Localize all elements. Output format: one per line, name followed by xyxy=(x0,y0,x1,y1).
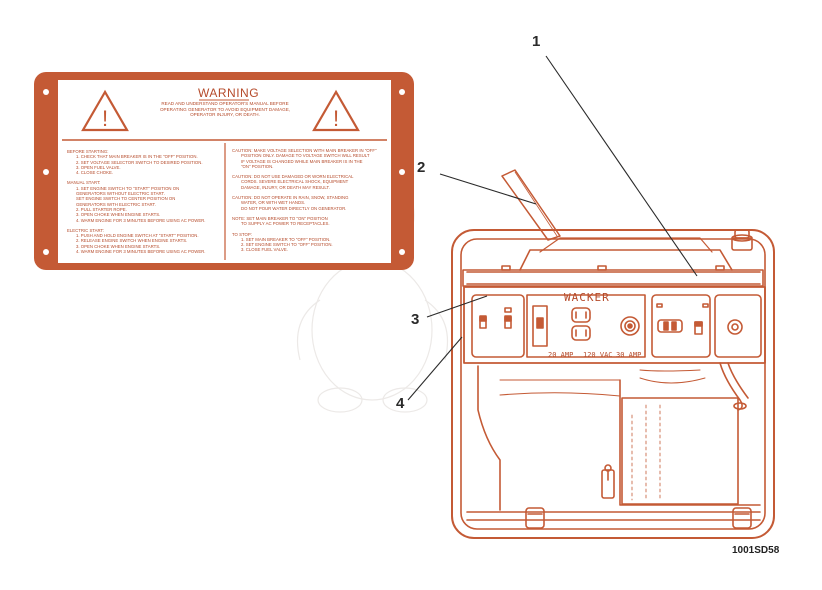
decal-section-heading: NOTE: SET MAIN BREAKER TO "ON" POSITION xyxy=(232,215,328,221)
decal-section-gap xyxy=(67,254,205,259)
callout-line-2 xyxy=(439,173,537,205)
decal-section-item: 1. SET ENGINE SWITCH TO "START" POSITION… xyxy=(76,185,180,191)
decal-left-column: BEFORE STARTING:1. CHECK THAT MAIN BREAK… xyxy=(67,149,205,259)
decal-section-item: 2. SET ENGINE SWITCH TO "OFF" POSITION. xyxy=(241,242,333,248)
svg-text:!: ! xyxy=(333,106,339,131)
decal-section-item: TO SUPPLY AC POWER TO RECEPTACLES. xyxy=(241,221,330,227)
decal-subtitle: READ AND UNDERSTAND OPERATOR'S MANUAL BE… xyxy=(159,101,291,118)
figure-id: 1001SD58 xyxy=(732,545,780,556)
decal-section-item: DAMAGE, INJURY, OR DEATH MAY RESULT. xyxy=(241,184,330,190)
decal-section-item: 1. PUSH AND HOLD ENGINE SWITCH AT "START… xyxy=(76,233,199,239)
panel-rating-20amp: 20 AMP xyxy=(548,351,574,359)
callout-4: 4 xyxy=(396,395,405,412)
decal-section-item: 3. OPEN CHOKE WHEN ENGINE STARTS. xyxy=(76,243,161,249)
panel-brand: WACKER xyxy=(564,291,610,304)
decal-section-heading: CAUTION: DO NOT USE DAMAGED OR WORN ELEC… xyxy=(232,174,354,180)
decal-section-item: 3. OPEN CHOKE WHEN ENGINE STARTS. xyxy=(76,212,161,218)
warning-triangle-icon: ! xyxy=(81,89,129,132)
decal-section-item: WATER, OR WITH WET HANDS. xyxy=(241,200,306,206)
decal-section-heading: MANUAL START: xyxy=(67,180,101,186)
panel-rating-30amp: 30 AMP xyxy=(616,351,642,359)
callout-line-4 xyxy=(407,336,463,401)
decal-section-item: 1. CHECK THAT MAIN BREAKER IS IN THE "OF… xyxy=(76,154,198,160)
decal-section-item: 3. CLOSE FUEL VALVE. xyxy=(241,247,288,253)
decal-section-item: 2. SET VOLTAGE SELECTOR SWITCH TO DESIRE… xyxy=(76,159,203,165)
decal-section-item: 1. SET MAIN BREAKER TO "OFF" POSITION. xyxy=(241,236,331,242)
decal-section-heading: BEFORE STARTING: xyxy=(67,149,109,154)
callout-1: 1 xyxy=(532,33,541,50)
decal-section-item: POSITION ONLY. DAMAGE TO VOLTAGE SWITCH … xyxy=(241,153,370,159)
decal-section-item: 4. CLOSE CHOKE. xyxy=(76,170,114,176)
decal-section-item: "ON" POSITION. xyxy=(241,163,274,169)
decal-section-item: 2. PULL STARTER ROPE. xyxy=(76,206,127,212)
decal-section-heading: CAUTION: DO NOT OPERATE IN RAIN, SNOW, S… xyxy=(232,195,349,201)
decal-section-item: 3. OPEN FUEL VALVE. xyxy=(76,164,121,170)
decal-section-heading: ELECTRIC START: xyxy=(67,227,104,233)
callout-2: 2 xyxy=(417,159,426,176)
callout-3: 3 xyxy=(411,311,420,328)
decal-section-heading: TO STOP: xyxy=(232,231,252,237)
decal-section-item: DO NOT POUR WATER DIRECTLY ON GENERATOR. xyxy=(241,205,347,211)
callout-line-1 xyxy=(545,55,698,277)
decal-section-item: SET ENGINE SWITCH TO CENTER POSITION ON xyxy=(76,196,176,202)
decal-section-heading: CAUTION: MAKE VOLTAGE SELECTION WITH MAI… xyxy=(232,148,377,153)
decal-section-item: GENERATORS WITHOUT ELECTRIC START. xyxy=(76,191,165,197)
warning-decal: ! ! xyxy=(34,72,414,270)
callout-line-3 xyxy=(426,295,488,318)
decal-section-item: IF VOLTAGE IS CHANGED WHILE MAIN BREAKER… xyxy=(241,158,363,164)
decal-section-item: 4. WARM ENGINE FOR 3 MINUTES BEFORE USIN… xyxy=(76,217,206,223)
callout-lines xyxy=(407,55,698,401)
decal-section-item: CORDS. SEVERE ELECTRICAL SHOCK, EQUIPMEN… xyxy=(241,179,349,185)
generator-drawing xyxy=(451,169,775,539)
decal-title: WARNING xyxy=(198,86,260,100)
decal-section-item: 4. WARM ENGINE FOR 3 MINUTES BEFORE USIN… xyxy=(76,249,206,255)
decal-section-item: GENERATORS WITH ELECTRIC START. xyxy=(76,201,156,207)
decal-section-gap xyxy=(232,253,376,258)
panel-rating-vac: 120 VAC xyxy=(583,351,613,359)
svg-text:!: ! xyxy=(102,106,108,131)
decal-right-column: CAUTION: MAKE VOLTAGE SELECTION WITH MAI… xyxy=(232,148,376,258)
decal-section-item: 2. RELEASE ENGINE SWITCH WHEN ENGINE STA… xyxy=(76,238,188,244)
warning-triangle-icon: ! xyxy=(312,89,360,132)
